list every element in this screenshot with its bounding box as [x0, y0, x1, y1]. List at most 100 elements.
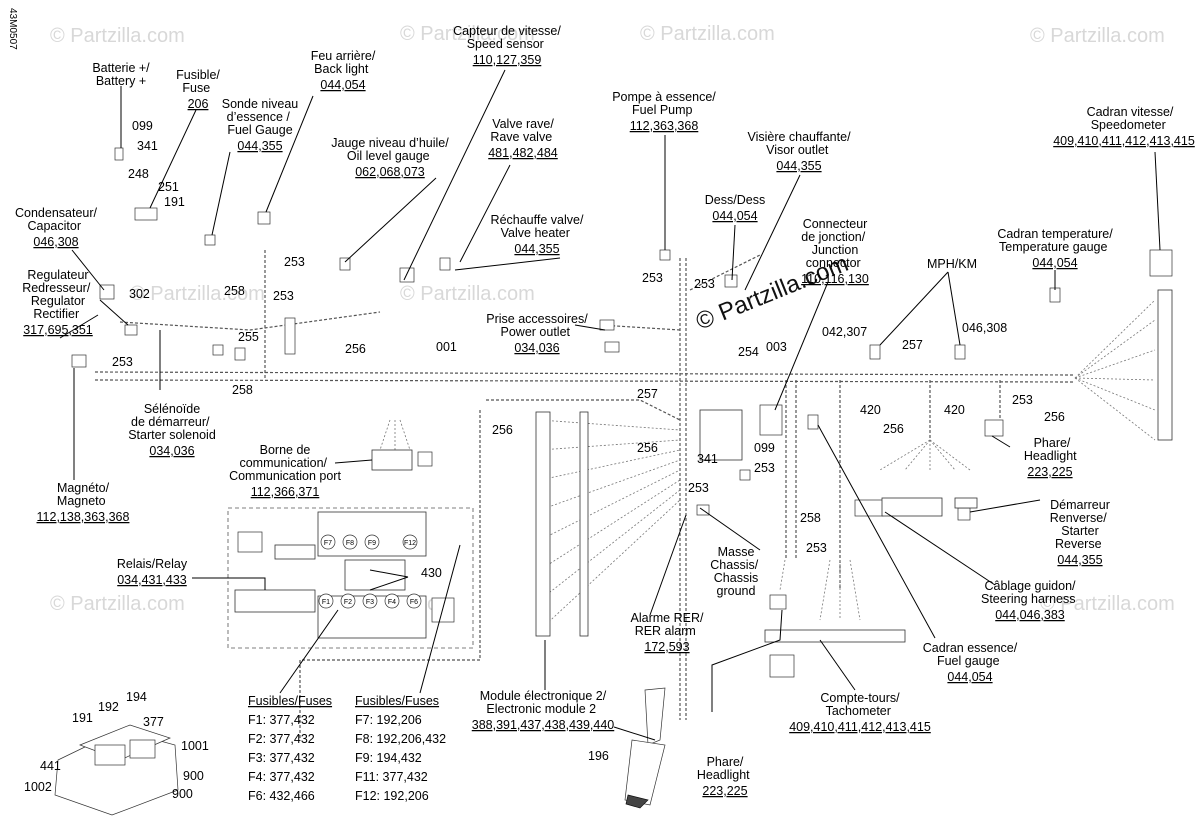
fuse-slot-ring — [320, 534, 336, 550]
label-steering-harness: Câblage guidon/Steering harness 044,046,… — [981, 579, 1079, 622]
label-temperature-gauge: Cadran temperature/Temperature gauge 044… — [997, 227, 1113, 270]
ref-253: 253 — [754, 461, 775, 475]
ref-194: 194 — [126, 690, 147, 704]
fuses-right-item: F7: 192,206 — [355, 713, 422, 727]
fuses-right-item: F8: 192,206,432 — [355, 732, 446, 746]
ref-258: 258 — [232, 383, 253, 397]
label-oil-level-gauge: Jauge niveau d’huile/Oil level gauge 062… — [331, 136, 449, 179]
ref-256: 256 — [492, 423, 513, 437]
fuses-left-item: F4: 377,432 — [248, 770, 315, 784]
label-speedometer: Cadran vitesse/Speedometer 409,410,411,4… — [1053, 105, 1195, 148]
ref-099: 099 — [132, 119, 153, 133]
ref-001: 001 — [436, 340, 457, 354]
fuse-slot-ring — [318, 593, 334, 609]
label-back-light: Feu arrière/Back light 044,054 — [311, 49, 376, 92]
ref-253: 253 — [284, 255, 305, 269]
ref-1001: 1001 — [181, 739, 209, 753]
ref-257: 257 — [637, 387, 658, 401]
fuse-slot-label: F9 — [368, 540, 376, 547]
label-magneto: Magnéto/Magneto 112,138,363,368 — [37, 481, 130, 524]
ref-253: 253 — [1012, 393, 1033, 407]
ref-251: 251 — [158, 180, 179, 194]
label-battery: Batterie +/Battery + — [92, 61, 150, 88]
ref-255: 255 — [238, 330, 259, 344]
fuse-slot-label: F2 — [344, 599, 352, 606]
watermark: © Partzilla.com — [640, 23, 775, 45]
ref-430: 430 — [421, 566, 442, 580]
label-fuse: Fusible/Fuse 206 — [176, 68, 220, 111]
document-id: 43M0507 — [7, 8, 18, 50]
watermark: © Partzilla.com — [1030, 25, 1165, 47]
ref-256: 256 — [1044, 410, 1065, 424]
watermark: © Partzilla.com — [50, 25, 185, 47]
fuses-left-item: F3: 377,432 — [248, 751, 315, 765]
ref-900: 900 — [183, 769, 204, 783]
ref-003: 003 — [766, 340, 787, 354]
label-speed-sensor: Capteur de vitesse/Speed sensor 110,127,… — [453, 24, 561, 67]
label-electronic-module-2: Module électronique 2/Electronic module … — [472, 689, 615, 732]
ref-191: 191 — [164, 195, 185, 209]
label-power-outlet: Prise accessoires/Power outlet 034,036 — [486, 312, 588, 355]
ref-042-307: 042,307 — [822, 325, 867, 339]
fuses-left-title: Fusibles/Fuses — [248, 694, 332, 708]
fuse-slot-ring — [406, 593, 422, 609]
ref-099: 099 — [754, 441, 775, 455]
fuse-slot-label: F12 — [404, 540, 416, 547]
ref-192: 192 — [98, 700, 119, 714]
ref-256: 256 — [345, 342, 366, 356]
reference-numbers: 099 341 248 251 191 253 253 253 253 253 … — [24, 119, 1065, 801]
fuse-slot-label: F4 — [388, 599, 396, 606]
fuses-right-title: Fusibles/Fuses — [355, 694, 439, 708]
ref-046-308: 046,308 — [962, 321, 1007, 335]
probe-and-fusebox — [54, 687, 666, 816]
watermark: © Partzilla.com — [400, 23, 535, 45]
ref-253: 253 — [688, 481, 709, 495]
ref-258: 258 — [800, 511, 821, 525]
ref-254: 254 — [738, 345, 759, 359]
label-mph-km: MPH/KM — [927, 257, 977, 271]
components — [71, 147, 1173, 678]
ref-253: 253 — [642, 271, 663, 285]
watermarks: © Partzilla.com © Partzilla.com © Partzi… — [50, 23, 1175, 615]
ref-900: 900 — [172, 787, 193, 801]
ref-256: 256 — [883, 422, 904, 436]
watermark: © Partzilla.com — [50, 593, 185, 615]
fuse-slot-label: F6 — [410, 599, 418, 606]
ref-253: 253 — [273, 289, 294, 303]
fuse-slot-ring — [364, 534, 380, 550]
label-headlight-right: Phare/Headlight 223,225 — [1024, 436, 1080, 479]
fuse-slot-label: F7 — [324, 540, 332, 547]
ref-420: 420 — [860, 403, 881, 417]
ref-196: 196 — [588, 749, 609, 763]
label-capacitor: Condensateur/Capacitor 046,308 — [15, 206, 98, 249]
fuse-slot-ring — [402, 534, 418, 550]
label-tachometer: Compte-tours/Tachometer 409,410,411,412,… — [789, 691, 931, 734]
watermark: © Partzilla.com — [130, 283, 265, 305]
component-labels: Batterie +/Battery + Fusible/Fuse 206 So… — [15, 24, 1195, 798]
fuses-right-item: F9: 194,432 — [355, 751, 422, 765]
label-fuel-pump: Pompe à essence/Fuel Pump 112,363,368 — [612, 90, 716, 133]
ref-1002: 1002 — [24, 780, 52, 794]
ref-341: 341 — [137, 139, 158, 153]
ref-256: 256 — [637, 441, 658, 455]
fuses-right-item: F11: 377,432 — [355, 770, 428, 784]
ref-191: 191 — [72, 711, 93, 725]
fuse-slot-ring — [342, 534, 358, 550]
fuses-left-item: F2: 377,432 — [248, 732, 315, 746]
fuses-right-item: F12: 192,206 — [355, 789, 429, 803]
watermark: © Partzilla.com — [400, 283, 535, 305]
ref-377: 377 — [143, 715, 164, 729]
ref-420: 420 — [944, 403, 965, 417]
